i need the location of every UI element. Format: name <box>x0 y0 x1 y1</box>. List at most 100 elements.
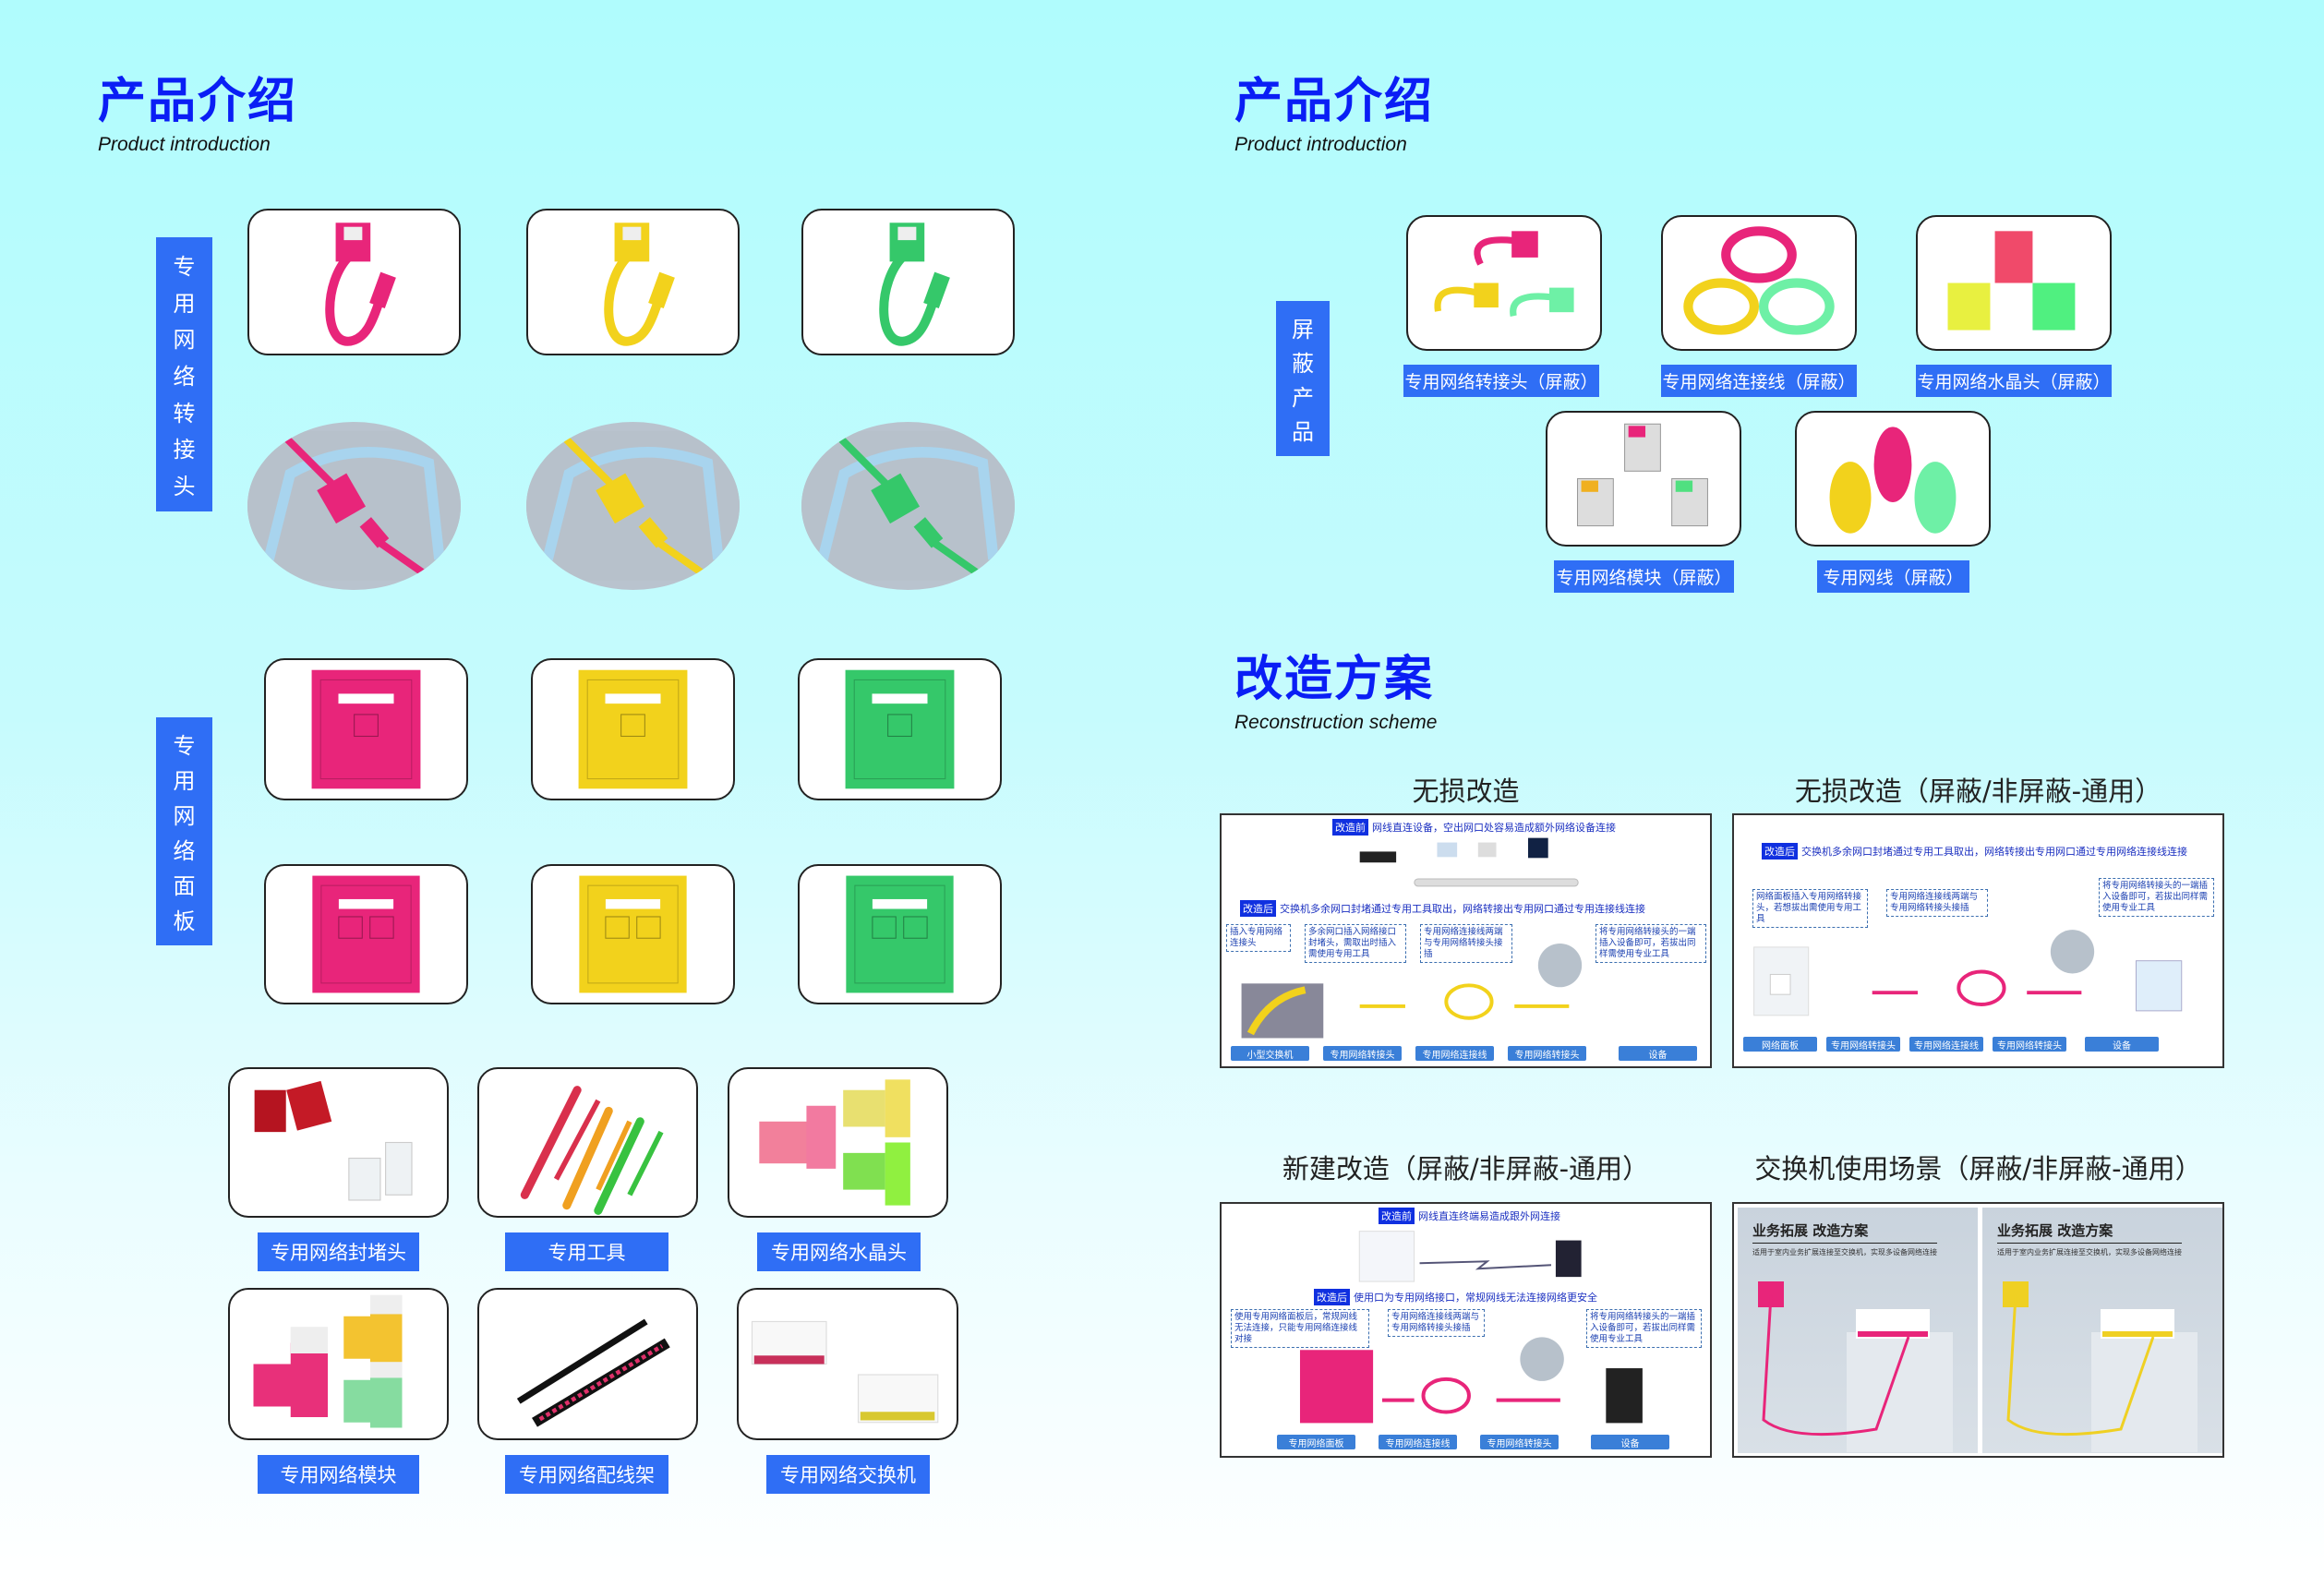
shielded-product-image-sh-flat <box>1795 411 1991 547</box>
section-label-char: 头 <box>173 473 196 499</box>
shielded-product-label[interactable]: 专用网络水晶头（屏蔽） <box>1916 365 2112 397</box>
callout-note: 专用网络连接线两端与专用网络转接头接插 <box>1886 889 1988 917</box>
single-port-faceplate-image <box>531 658 735 800</box>
component-label[interactable]: 专用网络转接头 <box>1508 1046 1586 1061</box>
scheme-subtitle: Reconstruction scheme <box>1234 712 1438 733</box>
shielded-product-label[interactable]: 专用网络模块（屏蔽） <box>1554 560 1734 593</box>
section-label-adapter: 专用网络转接头 <box>156 237 212 511</box>
scheme-heading: 交换机使用场景（屏蔽/非屏蔽-通用） <box>1754 1153 2202 1184</box>
component-label[interactable]: 小型交换机 <box>1231 1046 1309 1061</box>
component-label[interactable]: 专用网络连接线 <box>1379 1435 1457 1449</box>
product-label[interactable]: 专用工具 <box>505 1232 668 1271</box>
product-label[interactable]: 专用网络模块 <box>258 1455 419 1494</box>
section-label-char: 产 <box>1292 385 1314 411</box>
callout-note: 插入专用网络连接头 <box>1226 924 1291 952</box>
scene-illustration <box>1758 1281 1953 1452</box>
shielded-product-label[interactable]: 专用网络转接头（屏蔽） <box>1403 365 1599 397</box>
single-port-faceplate-image <box>798 658 1002 800</box>
callout-note: 将专用网络转接头的一端插入设备即可，若拔出同样需使用专业工具 <box>2099 878 2214 917</box>
section-label-char: 面 <box>173 872 196 899</box>
component-label[interactable]: 网络面板 <box>1743 1037 1817 1052</box>
component-label[interactable]: 专用网络转接头 <box>1826 1037 1900 1052</box>
product-image-switch <box>737 1288 958 1440</box>
shielded-product-image-sh-crystal <box>1916 215 2112 351</box>
component-label[interactable]: 专用网络转接头 <box>1993 1037 2066 1052</box>
scheme-heading: 新建改造（屏蔽/非屏蔽-通用） <box>1282 1153 1650 1184</box>
step-text: 交换机多余网口封堵通过专用工具取出，网络转接出专用网口通过专用连接线连接 <box>1280 903 1645 915</box>
section-label-char: 用 <box>173 290 196 317</box>
scene-caption: 业务拓展 改造方案适用于室内业务扩展连接至交换机，实现多设备网络连接 <box>1752 1220 1937 1257</box>
scheme-step-line: 改造前网线直连终端易造成跟外网连接 <box>1379 1208 1560 1224</box>
component-label[interactable]: 专用网络转接头 <box>1323 1046 1402 1061</box>
adapter-usage-photo <box>526 422 740 590</box>
component-label[interactable]: 专用网络面板 <box>1277 1435 1355 1449</box>
scene-caption: 业务拓展 改造方案适用于室内业务扩展连接至交换机，实现多设备网络连接 <box>1997 1220 2182 1257</box>
shielded-product-label[interactable]: 专用网络连接线（屏蔽） <box>1661 365 1857 397</box>
scheme-step-line: 改造后交换机多余网口封堵通过专用工具取出，网络转接出专用网口通过专用网络连接线连… <box>1762 843 2187 860</box>
component-label[interactable]: 设备 <box>1619 1046 1697 1061</box>
scene-illustration <box>2003 1281 2198 1452</box>
scene-desc: 适用于室内业务扩展连接至交换机，实现多设备网络连接 <box>1752 1248 1937 1256</box>
callout-note: 使用专用网络面板后，常规网线无法连接，只能专用网络连接线对接 <box>1231 1309 1369 1348</box>
product-label[interactable]: 专用网络封堵头 <box>258 1232 419 1271</box>
callout-note: 将专用网络转接头的一端插入设备即可，若拔出同样需使用专业工具 <box>1595 924 1706 963</box>
section-label-char: 屏 <box>1292 317 1314 343</box>
step-tag: 改造后 <box>1762 843 1798 860</box>
adapter-product-image <box>247 209 461 355</box>
section-label-char: 网 <box>173 327 196 354</box>
shielded-product-image-sh-adapter <box>1406 215 1602 351</box>
scheme-heading: 无损改造（屏蔽/非屏蔽-通用） <box>1794 775 2162 807</box>
page-subtitle-left: Product introduction <box>98 134 271 155</box>
step-text: 网线直连设备，空出网口处容易造成额外网络设备连接 <box>1372 822 1616 834</box>
usage-scene-photo: 业务拓展 改造方案适用于室内业务扩展连接至交换机，实现多设备网络连接 <box>1738 1208 1978 1453</box>
step-tag: 改造前 <box>1332 819 1368 836</box>
callout-note: 网络面板插入专用网络转接头，若想拔出需使用专用工具 <box>1752 889 1868 928</box>
component-label[interactable]: 专用网络转接头 <box>1480 1435 1559 1449</box>
section-label-panel: 专用网络面板 <box>156 717 212 945</box>
product-image-tools <box>477 1067 698 1218</box>
shielded-product-image-sh-module <box>1546 411 1741 547</box>
dual-port-faceplate-image <box>531 864 735 1004</box>
scheme-step-line: 改造前网线直连设备，空出网口处容易造成额外网络设备连接 <box>1332 819 1616 836</box>
shielded-product-label[interactable]: 专用网线（屏蔽） <box>1817 560 1969 593</box>
scene-desc: 适用于室内业务扩展连接至交换机，实现多设备网络连接 <box>1997 1248 2182 1256</box>
page-title-right: 产品介绍 <box>1234 74 1435 129</box>
scheme-step-line: 改造后交换机多余网口封堵通过专用工具取出，网络转接出专用网口通过专用连接线连接 <box>1240 900 1645 917</box>
callout-note: 多余网口插入网络接口封堵头，需取出时插入需使用专用工具 <box>1305 924 1406 963</box>
adapter-usage-photo <box>247 422 461 590</box>
section-label-char: 专 <box>173 254 196 281</box>
scheme-title: 改造方案 <box>1234 652 1435 707</box>
section-label-char: 络 <box>173 837 196 864</box>
component-label[interactable]: 专用网络连接线 <box>1415 1046 1494 1061</box>
adapter-product-image <box>526 209 740 355</box>
section-label-char: 蔽 <box>1292 351 1314 377</box>
step-tag: 改造前 <box>1379 1208 1415 1224</box>
adapter-product-image <box>801 209 1015 355</box>
scheme-diagram: 改造前网线直连终端易造成跟外网连接改造后使用口为专用网络接口，常规网线无法连接网… <box>1220 1202 1712 1458</box>
callout-note: 将专用网络转接头的一端插入设备即可，若拔出同样需使用专业工具 <box>1586 1309 1702 1348</box>
section-label-char: 网 <box>173 803 196 830</box>
dual-port-faceplate-image <box>264 864 468 1004</box>
dual-port-faceplate-image <box>798 864 1002 1004</box>
step-text: 使用口为专用网络接口，常规网线无法连接网络更安全 <box>1354 1292 1597 1304</box>
shielded-product-image-sh-coil <box>1661 215 1857 351</box>
component-label[interactable]: 设备 <box>2085 1037 2159 1052</box>
product-image-module <box>228 1288 449 1440</box>
step-tag: 改造后 <box>1314 1289 1350 1305</box>
component-label[interactable]: 专用网络连接线 <box>1909 1037 1983 1052</box>
page-subtitle-right: Product introduction <box>1234 134 1407 155</box>
scheme-diagram: 业务拓展 改造方案适用于室内业务扩展连接至交换机，实现多设备网络连接业务拓展 改… <box>1732 1202 2224 1458</box>
adapter-usage-photo <box>801 422 1015 590</box>
step-text: 交换机多余网口封堵通过专用工具取出，网络转接出专用网口通过专用网络连接线连接 <box>1801 846 2187 858</box>
scene-title: 业务拓展 改造方案 <box>1997 1220 2182 1244</box>
section-label-char: 专 <box>173 733 196 760</box>
section-label-char: 用 <box>173 768 196 795</box>
scheme-heading: 无损改造 <box>1412 775 1520 807</box>
product-label[interactable]: 专用网络水晶头 <box>757 1232 921 1271</box>
component-label[interactable]: 设备 <box>1591 1435 1669 1449</box>
callout-note: 专用网络连接线两端与专用网络转接头接插 <box>1388 1309 1485 1337</box>
product-label[interactable]: 专用网络配线架 <box>505 1455 668 1494</box>
page-title-left: 产品介绍 <box>98 74 298 129</box>
product-label[interactable]: 专用网络交换机 <box>766 1455 930 1494</box>
product-image-crystal <box>728 1067 948 1218</box>
